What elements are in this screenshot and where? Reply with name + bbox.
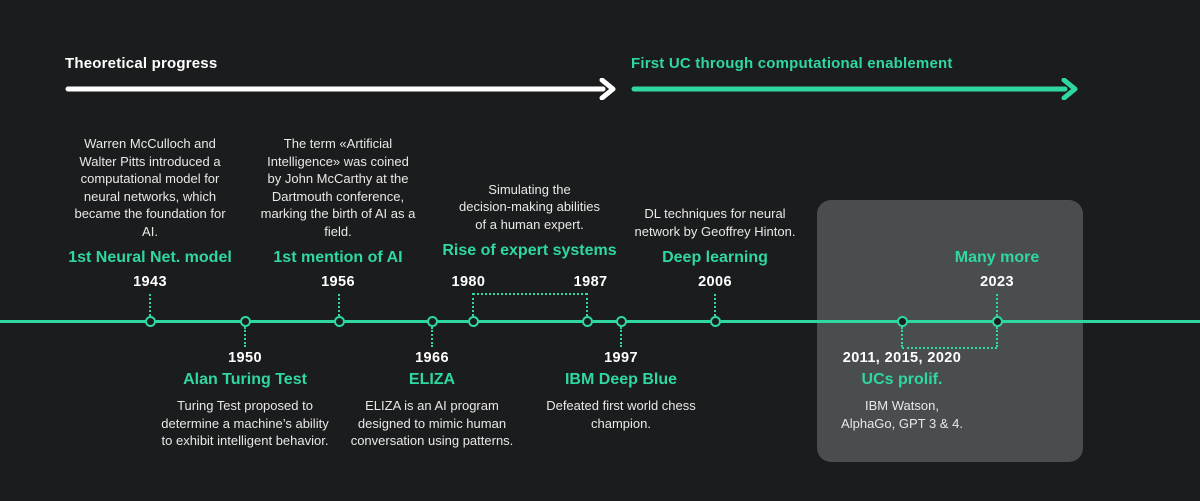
white-era-arrow-icon [65,78,616,100]
event-year: 1950 [228,350,262,366]
connector-2006 [714,294,716,316]
era-label-first-uc: First UC through computational enablemen… [631,55,953,72]
event-description: The term «Artificial Intelligence» was c… [260,136,416,239]
event-year: 1956 [321,274,355,290]
timeline-dot-1966 [426,316,438,327]
connector-1956 [338,294,340,316]
event-year: 2006 [698,274,732,290]
event-description: DL techniques for neural network by Geof… [634,206,796,239]
event-1966-eliza: 1966 ELIZA ELIZA is an AI program design… [334,350,530,450]
event-2011-ucs-prolif: 2011, 2015, 2020 UCs prolif. IBM Watson,… [817,350,987,432]
event-1956-mention-of-ai: The term «Artificial Intelligence» was c… [248,135,428,290]
connector-2011 [901,327,903,347]
recent-era-highlight-box [817,200,1083,462]
event-year: 1997 [604,350,638,366]
timeline-dot-1980 [467,316,479,327]
event-description: IBM Watson, AlphaGo, GPT 3 & 4. [841,398,963,431]
event-2023-many-more: Many more 2023 [937,240,1057,290]
event-title: Many more [954,249,1040,266]
event-year: 2023 [980,274,1014,290]
event-year-start: 1980 [451,274,486,290]
event-title: Deep learning [662,249,768,266]
event-year-range: 1980 1987 [452,267,608,290]
event-1943-neural-net: Warren McCulloch and Walter Pitts introd… [60,135,240,290]
timeline-dot-2011-2020 [896,316,908,327]
timeline-dot-2023 [991,316,1003,327]
event-1980-expert-systems: Simulating the decision-making abilities… [432,181,627,291]
event-description: ELIZA is an AI program designed to mimic… [350,398,514,448]
connector-2023-below [996,327,998,347]
event-description: Simulating the decision-making abilities… [459,181,600,232]
event-title: Rise of expert systems [442,242,617,259]
connector-1997 [620,327,622,347]
connector-1943 [149,294,151,316]
event-year: 1966 [415,350,449,366]
connector-1987 [586,293,588,316]
event-title: ELIZA [408,371,456,388]
event-year: 1943 [133,274,167,290]
timeline-dot-1997 [615,316,627,327]
event-years: 2011, 2015, 2020 [842,350,962,366]
connector-1966 [431,327,433,347]
event-title: UCs prolif. [861,371,943,388]
connector-range-2011-2023 [902,347,997,349]
timeline-dot-1950 [239,316,251,327]
connector-1950 [244,327,246,347]
timeline-dot-1943 [144,316,156,327]
event-description: Warren McCulloch and Walter Pitts introd… [74,136,226,239]
event-1997-ibm-deep-blue: 1997 IBM Deep Blue Defeated first world … [526,350,716,432]
era-label-theoretical-progress: Theoretical progress [65,55,218,72]
connector-range-1980-1987 [473,293,587,295]
timeline-dot-2006 [709,316,721,327]
event-title: IBM Deep Blue [564,371,677,388]
timeline-axis [0,320,1200,323]
event-2006-deep-learning: DL techniques for neural network by Geof… [622,205,808,290]
event-description: Turing Test proposed to determine a mach… [161,398,329,448]
teal-era-arrow-icon [631,78,1078,100]
connector-2023 [996,294,998,316]
connector-1980 [472,293,474,316]
event-description: Defeated first world chess champion. [546,398,696,431]
event-title: 1st Neural Net. model [68,249,232,266]
event-1950-turing-test: 1950 Alan Turing Test Turing Test propos… [141,350,349,450]
event-year-end: 1987 [573,274,608,290]
event-title: Alan Turing Test [183,371,307,388]
timeline-dot-1956 [333,316,345,327]
event-title: 1st mention of AI [273,249,403,266]
timeline-dot-1987 [581,316,593,327]
